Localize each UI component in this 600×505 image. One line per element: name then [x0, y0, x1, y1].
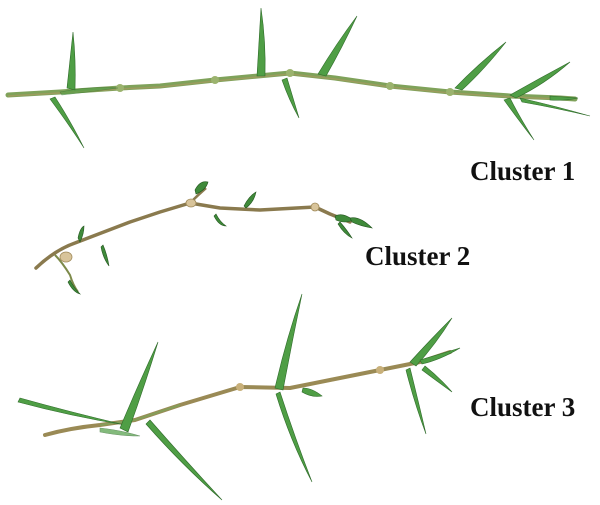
plant-specimen-2 [34, 181, 373, 295]
cluster-1-label: Cluster 1 [470, 156, 576, 186]
cluster-3-label: Cluster 3 [470, 392, 576, 422]
plant-specimen-1 [5, 7, 591, 149]
cluster-2-label: Cluster 2 [365, 241, 471, 271]
plant-specimen-3 [17, 293, 461, 501]
